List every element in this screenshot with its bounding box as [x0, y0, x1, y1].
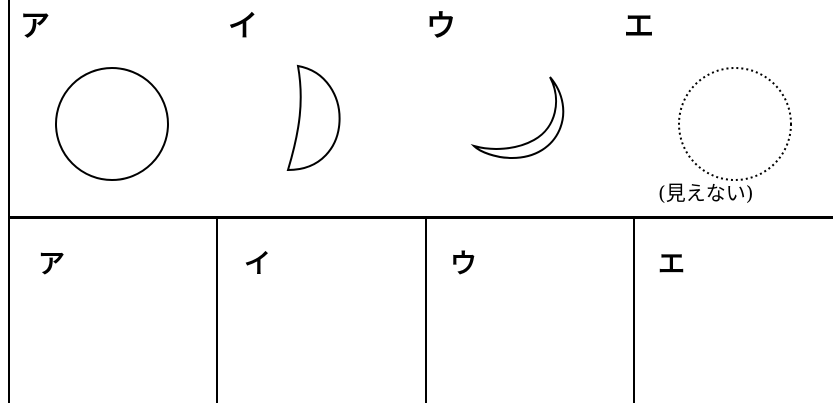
half-moon-crescent [288, 66, 340, 170]
grid-divider-2 [425, 219, 427, 403]
answer-cell-u: ウ [450, 251, 477, 278]
answer-grid [8, 219, 833, 403]
answer-cell-i: イ [244, 251, 271, 278]
grid-divider-3 [633, 219, 635, 403]
crescent-moon [474, 77, 563, 158]
answer-cell-a: ア [38, 251, 65, 278]
invisible-note: (見えない) [658, 183, 754, 203]
answer-cell-e: エ [658, 251, 685, 278]
full-moon-circle [56, 68, 168, 180]
grid-divider-1 [216, 219, 218, 403]
new-moon-dotted-circle [679, 68, 791, 180]
